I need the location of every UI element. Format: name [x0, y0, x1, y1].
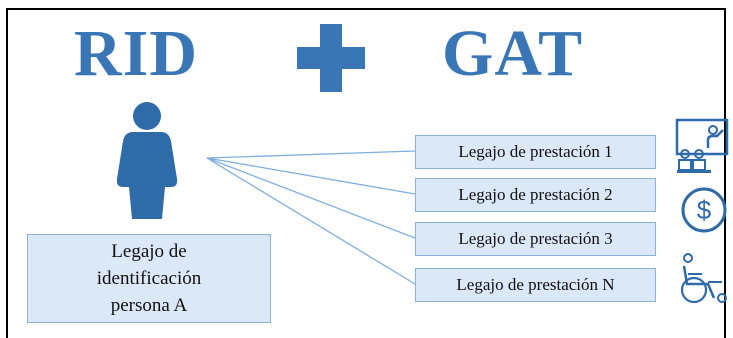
- gat-title: GAT: [442, 17, 584, 90]
- prestacion-box-3: Legajo de prestación 3: [415, 222, 656, 256]
- prestacion-box-1: Legajo de prestación 1: [415, 135, 656, 169]
- connector-line-2: [206, 157, 416, 195]
- dollar-circle-icon: $: [681, 187, 727, 233]
- svg-text:$: $: [697, 195, 712, 225]
- wheelchair-icon: [680, 253, 727, 304]
- person-icon: [116, 102, 178, 219]
- prestacion-box-n: Legajo de prestación N: [415, 268, 656, 302]
- connector-line-3: [206, 157, 416, 239]
- diagram: RID GAT Legajo de identificación persona…: [6, 8, 729, 338]
- connector-line-1: [206, 150, 416, 159]
- identity-line-2: identificación: [96, 268, 202, 289]
- identity-line-1: Legajo de: [111, 241, 187, 262]
- identity-record-box: Legajo de identificación persona A: [27, 234, 271, 323]
- identity-line-3: persona A: [110, 295, 188, 316]
- presentation-icon: [675, 118, 729, 173]
- connector-line-4: [206, 157, 416, 285]
- prestacion-box-2: Legajo de prestación 2: [415, 178, 656, 212]
- diagram-frame: [6, 8, 726, 338]
- rid-title: RID: [74, 17, 199, 90]
- connector-lines: [206, 150, 416, 285]
